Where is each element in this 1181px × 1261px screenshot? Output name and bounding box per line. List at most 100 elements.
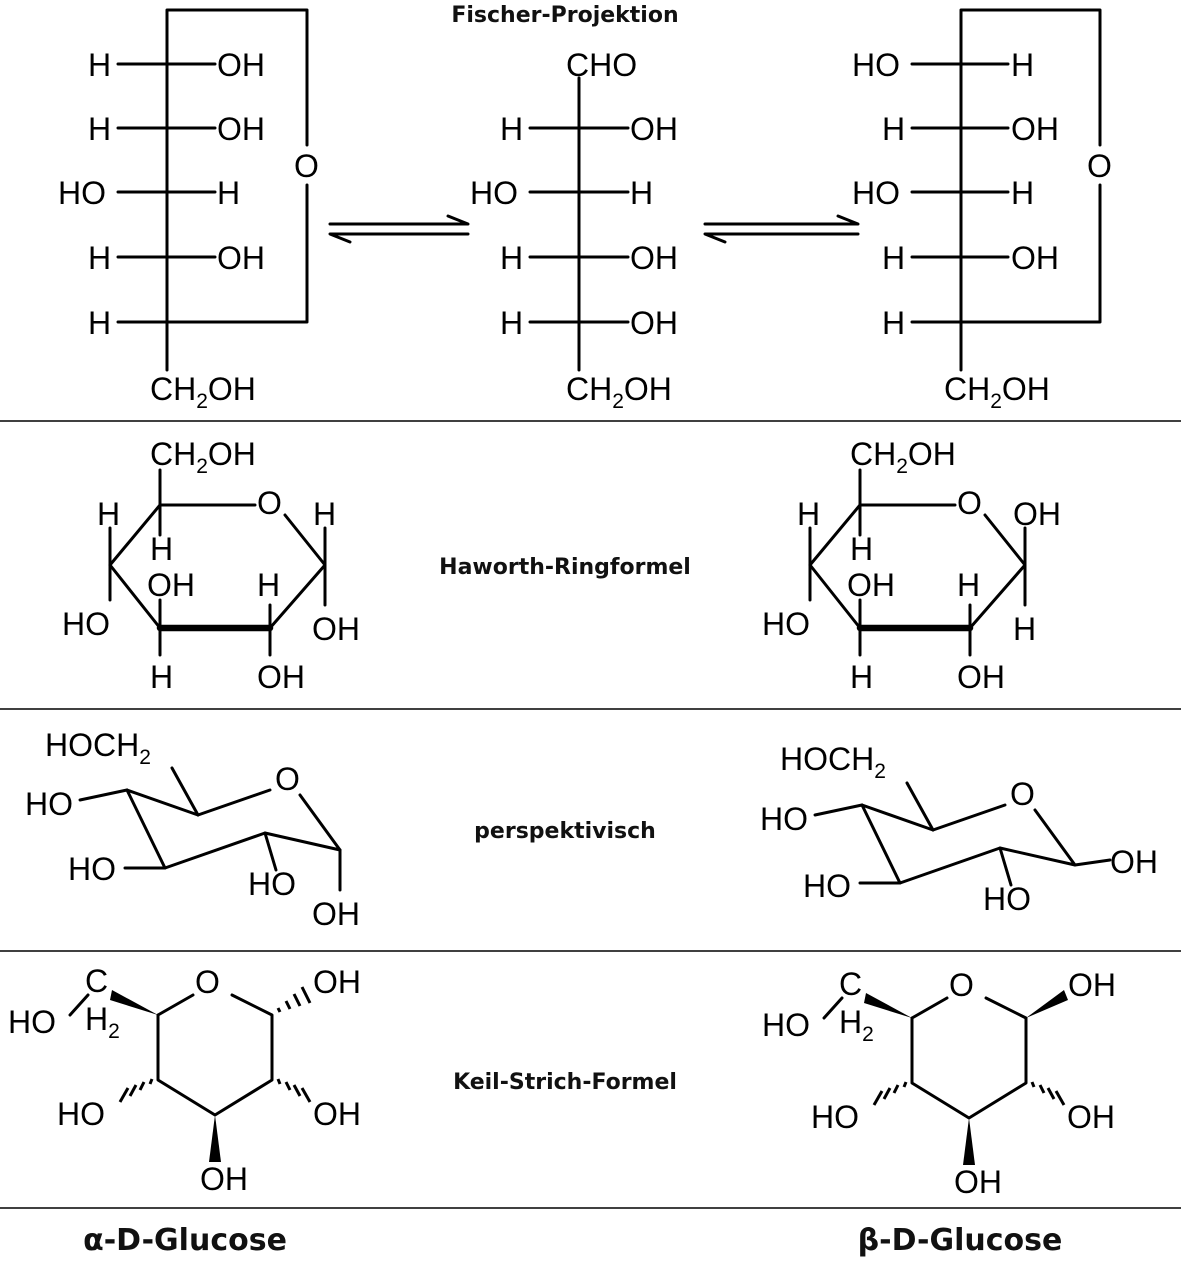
atom-ho: HO bbox=[62, 606, 110, 642]
wedge-bond bbox=[209, 1115, 221, 1162]
atom-oh: OH bbox=[630, 111, 678, 147]
ch2oh-group: CH2OH bbox=[566, 371, 672, 413]
haworth-alpha-substituent-bonds bbox=[108, 468, 327, 657]
atom-c: C bbox=[839, 966, 862, 1002]
atom-h: H bbox=[88, 47, 111, 83]
atom-ho: HO bbox=[68, 851, 116, 887]
atom-h: H bbox=[150, 659, 173, 695]
equilibrium-arrow-right bbox=[703, 214, 860, 244]
atom-h: H bbox=[500, 111, 523, 147]
hoch2-group: HOCH2 bbox=[780, 741, 886, 783]
section-title-perspective: perspektivisch bbox=[474, 819, 656, 844]
ch2oh-group: CH2OH bbox=[944, 371, 1050, 413]
bond-to-ho bbox=[822, 996, 844, 1020]
atom-c: C bbox=[85, 963, 108, 999]
atom-ho: HO bbox=[470, 175, 518, 211]
atom-oh: OH bbox=[312, 611, 360, 647]
wedge-beta: C O OH HO H2 HO OH OH bbox=[762, 966, 1116, 1200]
atom-h: H bbox=[500, 240, 523, 276]
atom-h: H bbox=[630, 175, 653, 211]
ring-oxygen: O bbox=[949, 967, 974, 1003]
wedge-beta-ring bbox=[910, 996, 1028, 1120]
atom-oh: OH bbox=[1011, 111, 1059, 147]
atom-ho: HO bbox=[811, 1099, 859, 1135]
fischer-beta-bonds bbox=[959, 8, 1102, 372]
atom-ho: HO bbox=[983, 881, 1031, 917]
atom-ho: HO bbox=[852, 47, 900, 83]
atom-h: H bbox=[1011, 175, 1034, 211]
atom-h: H bbox=[88, 240, 111, 276]
ch2-label: H2 bbox=[85, 1001, 120, 1043]
fischer-alpha-substituent-bonds bbox=[116, 62, 217, 324]
atom-h: H bbox=[500, 305, 523, 341]
atom-ho: HO bbox=[852, 175, 900, 211]
chair-alpha-ring bbox=[125, 788, 342, 870]
fischer-alpha-bonds bbox=[165, 8, 309, 372]
section-title-wedge: Keil-Strich-Formel bbox=[453, 1070, 677, 1095]
ring-oxygen: O bbox=[257, 485, 282, 521]
haworth-beta-ring bbox=[808, 503, 1027, 630]
atom-ho: HO bbox=[8, 1004, 56, 1040]
wedge-bond bbox=[1026, 990, 1068, 1018]
atom-ho: HO bbox=[760, 801, 808, 837]
atom-oh: OH bbox=[957, 659, 1005, 695]
chair-alpha-substituent-bonds bbox=[78, 766, 342, 892]
equilibrium-arrow-left bbox=[328, 214, 470, 244]
chair-alpha: HOCH2 O HO HO HO OH bbox=[25, 727, 360, 932]
atom-oh: OH bbox=[954, 1164, 1002, 1200]
atom-h: H bbox=[88, 111, 111, 147]
atom-oh: OH bbox=[1011, 240, 1059, 276]
atom-oh: OH bbox=[1013, 496, 1061, 532]
haworth-beta: CH2OH O H H OH OH H HO H H OH bbox=[762, 436, 1061, 695]
hashed-bond bbox=[118, 1078, 154, 1103]
atom-oh: OH bbox=[257, 659, 305, 695]
atom-oh: OH bbox=[630, 240, 678, 276]
atom-ho: HO bbox=[762, 1007, 810, 1043]
atom-ho: HO bbox=[248, 866, 296, 902]
atom-h: H bbox=[257, 567, 280, 603]
bond-to-ho bbox=[68, 993, 90, 1017]
atom-h: H bbox=[850, 531, 873, 567]
atom-oh: OH bbox=[313, 964, 361, 1000]
wedge-alpha-ring bbox=[156, 993, 274, 1117]
ring-oxygen: O bbox=[957, 485, 982, 521]
atom-h: H bbox=[88, 305, 111, 341]
chair-beta-substituent-bonds bbox=[813, 781, 1112, 887]
hashed-bond bbox=[872, 1081, 908, 1106]
hashed-bond bbox=[276, 986, 312, 1013]
fischer-beta-substituent-bonds bbox=[910, 62, 1010, 324]
atom-ho: HO bbox=[803, 868, 851, 904]
atom-oh: OH bbox=[217, 47, 265, 83]
atom-oh: OH bbox=[200, 1161, 248, 1197]
atom-oh: OH bbox=[312, 896, 360, 932]
atom-h: H bbox=[97, 496, 120, 532]
atom-oh: OH bbox=[217, 240, 265, 276]
atom-h: H bbox=[850, 659, 873, 695]
atom-ho: HO bbox=[762, 606, 810, 642]
atom-oh: OH bbox=[847, 567, 895, 603]
hoch2-group: HOCH2 bbox=[45, 727, 151, 769]
atom-h: H bbox=[217, 175, 240, 211]
hashed-bond bbox=[1030, 1081, 1066, 1106]
label-beta-d-glucose: β-D-Glucose bbox=[858, 1223, 1063, 1258]
chair-beta: HOCH2 O HO HO HO OH bbox=[760, 741, 1158, 917]
fischer-open-chain: CHO H OH HO H H OH H OH CH2OH bbox=[470, 47, 678, 413]
atom-ho: HO bbox=[57, 1096, 105, 1132]
atom-h: H bbox=[882, 305, 905, 341]
atom-oh: OH bbox=[1067, 1099, 1115, 1135]
wedge-bond bbox=[963, 1118, 975, 1165]
atom-h: H bbox=[882, 111, 905, 147]
label-alpha-d-glucose: α-D-Glucose bbox=[83, 1223, 287, 1258]
hashed-bond bbox=[276, 1078, 312, 1103]
ring-oxygen: O bbox=[195, 964, 220, 1000]
open-chain-substituent-bonds bbox=[528, 126, 630, 324]
atom-h: H bbox=[882, 240, 905, 276]
atom-h: H bbox=[797, 496, 820, 532]
chair-beta-ring bbox=[860, 803, 1077, 885]
wedge-bond bbox=[864, 993, 912, 1018]
ring-oxygen: O bbox=[1087, 148, 1112, 184]
atom-h: H bbox=[313, 496, 336, 532]
ch2-label: H2 bbox=[839, 1004, 874, 1046]
atom-ho: HO bbox=[25, 786, 73, 822]
atom-oh: OH bbox=[313, 1096, 361, 1132]
